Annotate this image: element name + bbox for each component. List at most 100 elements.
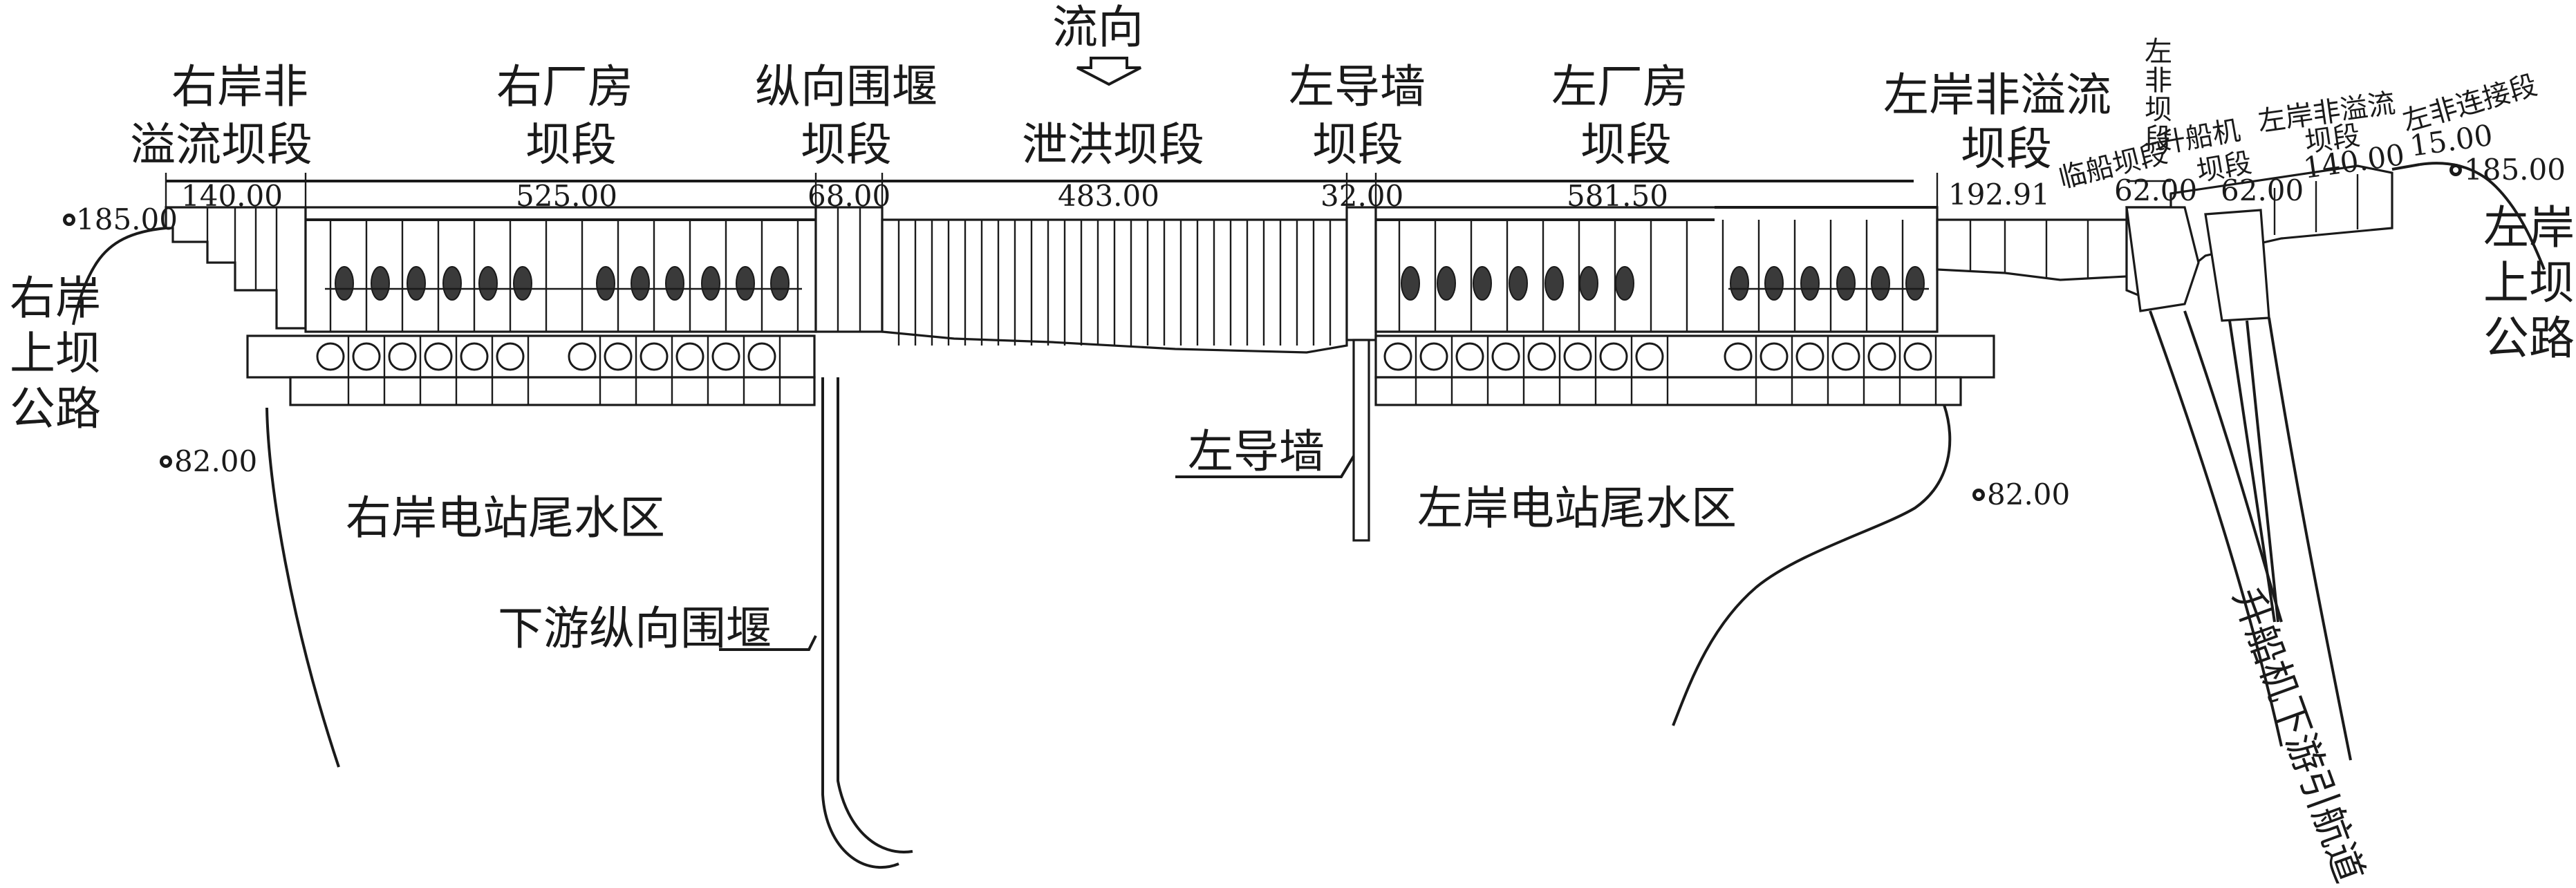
turbine-gate-icon bbox=[1473, 266, 1492, 301]
label-left-guide-wall-2: 坝段 bbox=[1312, 118, 1403, 171]
right-bank-road bbox=[72, 227, 167, 325]
dim-cofferdam: 68.00 bbox=[808, 179, 890, 213]
label-right-tailwater: 右岸电站尾水区 bbox=[346, 491, 665, 545]
draft-tube-icon bbox=[675, 342, 704, 371]
turbine-gate-icon bbox=[736, 266, 755, 301]
turbine-gate-icon bbox=[596, 266, 615, 301]
draft-tube-icon bbox=[352, 342, 381, 371]
draft-tube-icon bbox=[1635, 342, 1664, 371]
turbine-gate-icon bbox=[1579, 266, 1598, 301]
draft-tube-icon bbox=[1491, 342, 1520, 371]
draft-tube-icon bbox=[496, 342, 525, 371]
label-downstream-cofferdam: 下游纵向围堰 bbox=[498, 602, 772, 655]
label-left-non-overflow-2: 坝段 bbox=[1961, 122, 2052, 176]
draft-tube-icon bbox=[568, 342, 597, 371]
left-tailwater-boundary bbox=[1672, 404, 1952, 726]
svg-text:左: 左 bbox=[2145, 36, 2172, 68]
draft-tube-icon bbox=[711, 342, 740, 371]
svg-text:段: 段 bbox=[2145, 123, 2172, 155]
label-left-non-overflow-1: 左岸非溢流 bbox=[1883, 68, 2111, 122]
label-cofferdam-2: 坝段 bbox=[801, 118, 892, 171]
dim-left-guide-wall: 32.00 bbox=[1320, 179, 1403, 213]
turbine-gate-icon bbox=[1800, 266, 1820, 301]
draft-tube-icon bbox=[640, 342, 669, 371]
turbine-gate-icon bbox=[1437, 266, 1456, 301]
dim-ship-lift: 62.00 bbox=[2221, 173, 2304, 207]
label-right-powerhouse-1: 右厂房 bbox=[496, 60, 633, 113]
label-right-non-overflow-2: 溢流坝段 bbox=[130, 118, 312, 171]
right-powerhouse-block bbox=[304, 206, 817, 333]
svg-text:非: 非 bbox=[2145, 65, 2172, 97]
label-left-non-overflow2-2: 坝段 bbox=[2303, 120, 2362, 159]
left-guide-wall-block bbox=[1345, 206, 1377, 341]
left-guide-wall-extension bbox=[1175, 339, 1370, 542]
draft-tube-icon bbox=[316, 342, 345, 371]
left-non-overflow-block bbox=[1936, 218, 2128, 281]
turbine-gate-icon bbox=[665, 266, 684, 301]
elev-left-tailwater: 82.00 bbox=[1987, 478, 2070, 511]
svg-text:公路: 公路 bbox=[10, 382, 101, 435]
elev-left-crest: 185.00 bbox=[2464, 153, 2566, 187]
svg-text:左岸: 左岸 bbox=[2483, 201, 2575, 254]
right-tailwater-boundary bbox=[265, 407, 340, 768]
svg-text:上坝: 上坝 bbox=[10, 327, 101, 380]
draft-tube-icon bbox=[460, 342, 489, 371]
turbine-gate-icon bbox=[1615, 266, 1634, 301]
label-cofferdam-1: 纵向围堰 bbox=[755, 60, 937, 113]
draft-tube-icon bbox=[1563, 342, 1592, 371]
draft-tube-icon bbox=[1867, 342, 1896, 371]
draft-tube-icon bbox=[1527, 342, 1556, 371]
dim-left-non-overflow: 192.91 bbox=[1948, 178, 2050, 211]
dim-left-powerhouse: 581.50 bbox=[1567, 179, 1668, 213]
turbine-gate-icon bbox=[770, 266, 790, 301]
draft-tube-icon bbox=[424, 342, 453, 371]
label-left-powerhouse-1: 左厂房 bbox=[1551, 60, 1688, 113]
right-non-overflow-block bbox=[165, 206, 307, 330]
elev-right-tailwater: 82.00 bbox=[174, 444, 257, 478]
draft-tube-icon bbox=[1724, 342, 1753, 371]
turbine-gate-icon bbox=[1764, 266, 1784, 301]
dim-spillway: 483.00 bbox=[1058, 179, 1159, 213]
turbine-gate-icon bbox=[371, 266, 390, 301]
draft-tube-icon bbox=[1903, 342, 1932, 371]
draft-tube-icon bbox=[1419, 342, 1448, 371]
dim-right-non-overflow: 140.00 bbox=[181, 179, 283, 213]
turbine-gate-icon bbox=[1544, 266, 1564, 301]
left-bank-road bbox=[2419, 162, 2546, 270]
turbine-gate-icon bbox=[1836, 266, 1856, 301]
svg-text:上坝: 上坝 bbox=[2483, 256, 2575, 310]
label-left-tailwater: 左岸电站尾水区 bbox=[1417, 482, 1737, 535]
turbine-gate-icon bbox=[1871, 266, 1890, 301]
label-left-powerhouse-2: 坝段 bbox=[1580, 118, 1672, 171]
svg-text:坝: 坝 bbox=[2145, 94, 2172, 126]
label-left-non-small: 左 非 坝 段 bbox=[2145, 36, 2172, 155]
draft-tube-icon bbox=[747, 342, 776, 371]
turbine-gate-icon bbox=[631, 266, 650, 301]
turbine-gate-icon bbox=[442, 266, 462, 301]
elevation-marker-icon bbox=[63, 164, 2462, 501]
elev-right-crest: 185.00 bbox=[76, 202, 178, 236]
draft-tube-icon bbox=[1831, 342, 1860, 371]
turbine-gate-icon bbox=[701, 266, 720, 301]
draft-tube-icon bbox=[1599, 342, 1628, 371]
draft-tube-icon bbox=[1795, 342, 1824, 371]
svg-text:右岸: 右岸 bbox=[10, 272, 101, 325]
label-right-powerhouse-2: 坝段 bbox=[525, 118, 617, 171]
spillway-block bbox=[881, 218, 1348, 354]
ship-lift-area-blocks bbox=[2125, 163, 2420, 322]
flow-arrow-icon bbox=[1076, 57, 1141, 86]
label-right-non-overflow-1: 右岸非 bbox=[171, 60, 308, 113]
draft-tube-icon bbox=[1455, 342, 1484, 371]
turbine-gate-icon bbox=[335, 266, 354, 301]
downstream-cofferdam bbox=[719, 377, 913, 869]
label-left-road: 左岸 上坝 公路 bbox=[2483, 201, 2575, 365]
turbine-gate-icon bbox=[407, 266, 426, 301]
ship-lock-approach-channel bbox=[2149, 310, 2352, 761]
flow-label: 流向 bbox=[1052, 1, 1144, 54]
label-right-road: 右岸 上坝 公路 bbox=[10, 272, 101, 435]
turbine-gate-icon bbox=[478, 266, 498, 301]
turbine-gate-icon bbox=[1509, 266, 1528, 301]
turbine-gate-icon bbox=[1401, 266, 1420, 301]
